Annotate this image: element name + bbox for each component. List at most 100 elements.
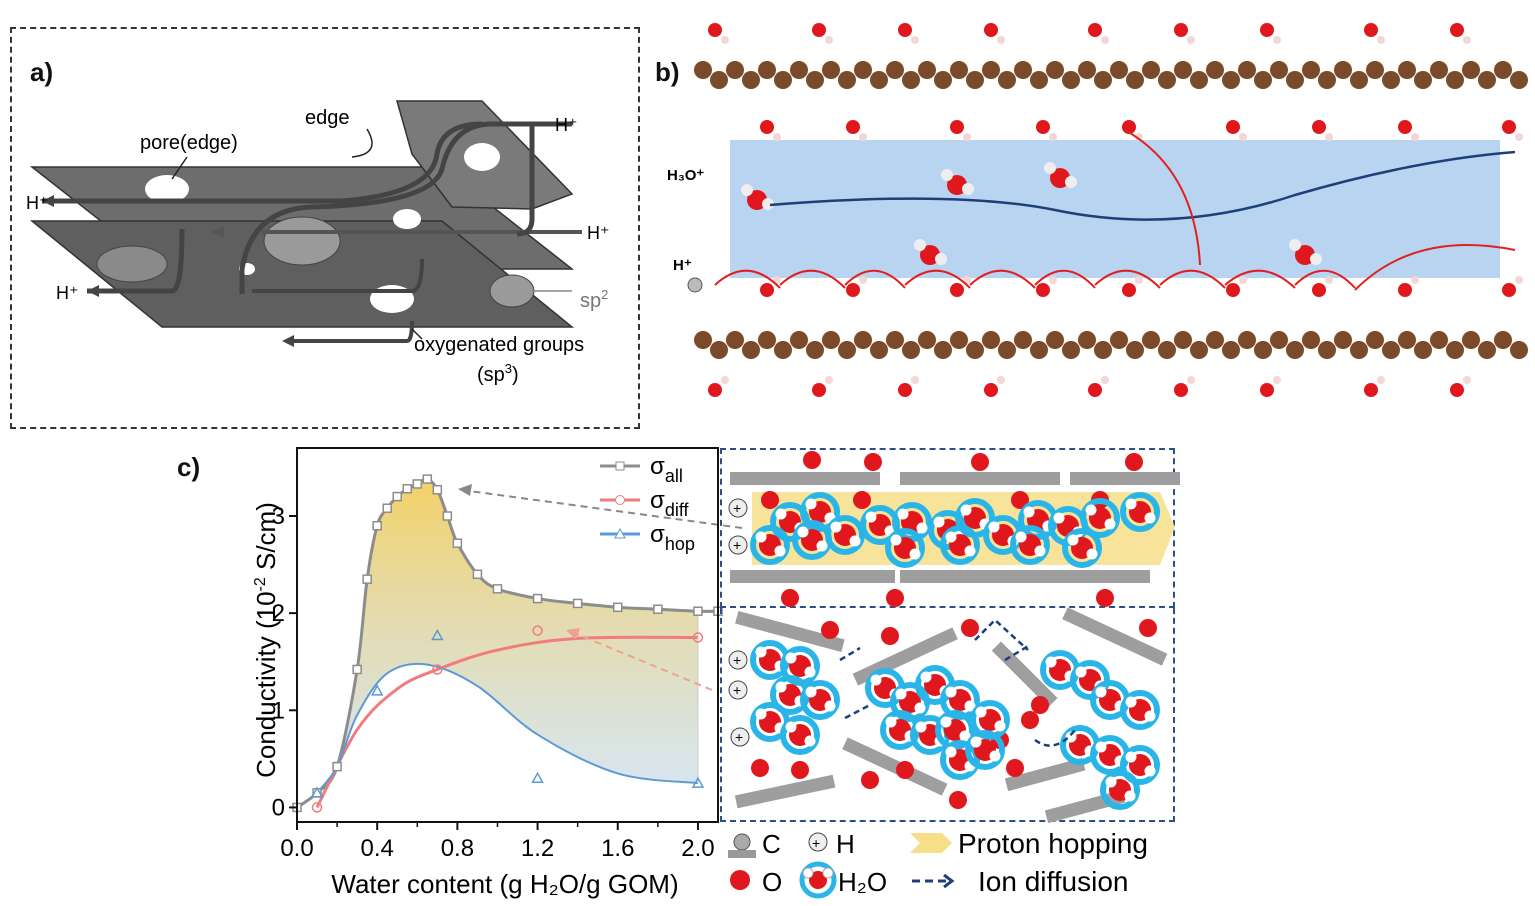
water-halo-symbol [799,861,837,899]
water-hydrogen [914,239,926,251]
water-halo [750,525,790,565]
panel-a-label: a) [30,57,54,87]
oxygen-atom [1174,383,1188,397]
arrow-head [87,285,99,297]
series-hop-line [316,662,699,794]
x-tick-label: 0.8 [441,835,474,862]
oxygen-atom [984,383,998,397]
oxygen-atom [949,791,967,809]
water-hydrogen [741,184,753,196]
oxygen-atom [1088,383,1102,397]
carbon-atom [1174,61,1192,79]
carbon-atom [1270,61,1288,79]
carbon-atom [742,341,760,359]
graphene-stack-diagram: pore(edge) edge H⁺ H⁺ H⁺ H⁺ sp2 oxygenat… [26,100,610,386]
hydrogen-atom [721,376,729,384]
proton [728,650,748,670]
carbon-atom [854,61,872,79]
schematic-content: +++++ [728,451,1180,824]
area-fill [297,478,698,808]
carbon-atom [886,331,904,349]
marker-hop [531,771,544,784]
carbon-atom [806,341,824,359]
hop-arrow [1294,269,1356,289]
marker-all [392,491,402,502]
hydrogen-atom [1273,376,1281,384]
oxygen-atom [1226,283,1240,297]
water-hydrogen [964,545,976,557]
pore-hole [464,143,500,171]
x-tick-label: 0.0 [280,835,313,862]
sp2-patch [263,216,341,266]
carbon-atom [1142,331,1160,349]
carbon-atom [966,341,984,359]
carbon-atom [774,341,792,359]
water-halo [965,730,1005,770]
oxygen-atom [1088,23,1102,37]
oxygen-atom [751,759,769,777]
oxygen-atom [760,120,774,134]
carbon-atom [998,71,1016,89]
water-hydrogen [1053,512,1065,524]
water-hydrogen [1310,253,1322,265]
oxygen-atom [961,619,979,637]
carbon-atom [1366,331,1384,349]
carbon-atom [1110,331,1128,349]
water-hydrogen [1104,518,1116,530]
carbon-atom [1462,61,1480,79]
proton-path [87,228,185,294]
proton-hopping-symbol [910,833,952,853]
water-hydrogen [775,681,787,693]
carbon-atom [1430,331,1448,349]
water-halo [792,520,832,560]
oxygen-atom [1260,383,1274,397]
carbon-atom [950,331,968,349]
carbon-symbol [733,833,751,851]
water-hydrogen [1065,731,1077,743]
oxygen-atom [1312,120,1326,134]
water-hydrogen [865,511,877,523]
marker-hop [691,776,705,788]
oxygen-symbol [730,870,750,890]
graphene-sheet [734,774,836,809]
y-tick-label: 2 [272,600,285,627]
legend-h2o: H₂O [838,867,887,897]
water-channel [730,140,1500,278]
carbon-atom [1350,71,1368,89]
ion-diffusion-arrow [844,703,871,720]
carbon-atom [790,61,808,79]
oxygen-atom [1364,23,1378,37]
carbon-atom [1286,341,1304,359]
hop-arrow [1354,244,1516,291]
water-hydrogen [1095,686,1107,698]
water-hydrogen [970,736,982,748]
marker-hop [431,628,444,641]
hydrogen-atom [1135,133,1143,141]
carbon-atom [726,61,744,79]
hydrogen-atom [773,133,781,141]
water-hydrogen [804,735,816,747]
hydrogen-atom [911,36,919,44]
oxygen-atom [1036,120,1050,134]
atom-layers [687,23,1528,397]
water-hydrogen [945,686,957,698]
water-hydrogen [960,504,972,516]
leader-line [171,156,188,180]
carbon-atom [1078,61,1096,79]
carbon-atom [1174,331,1192,349]
sp3-label: (sp3) [477,361,519,386]
carbon-atom [1446,341,1464,359]
carbon-atom [790,331,808,349]
marker-diff [311,802,323,813]
water-hydrogen [785,652,797,664]
hop-arrow [714,269,781,289]
pointer-arrowhead [458,484,472,496]
x-axis-label: Water content (g H₂O/g GOM) [331,869,678,899]
carbon-atom [870,71,888,89]
carbon-atom [1238,331,1256,349]
oxygen-atom [1398,120,1412,134]
water-hydrogen [1125,498,1137,510]
carbon-atom [1062,71,1080,89]
water-hydrogen [945,531,957,543]
